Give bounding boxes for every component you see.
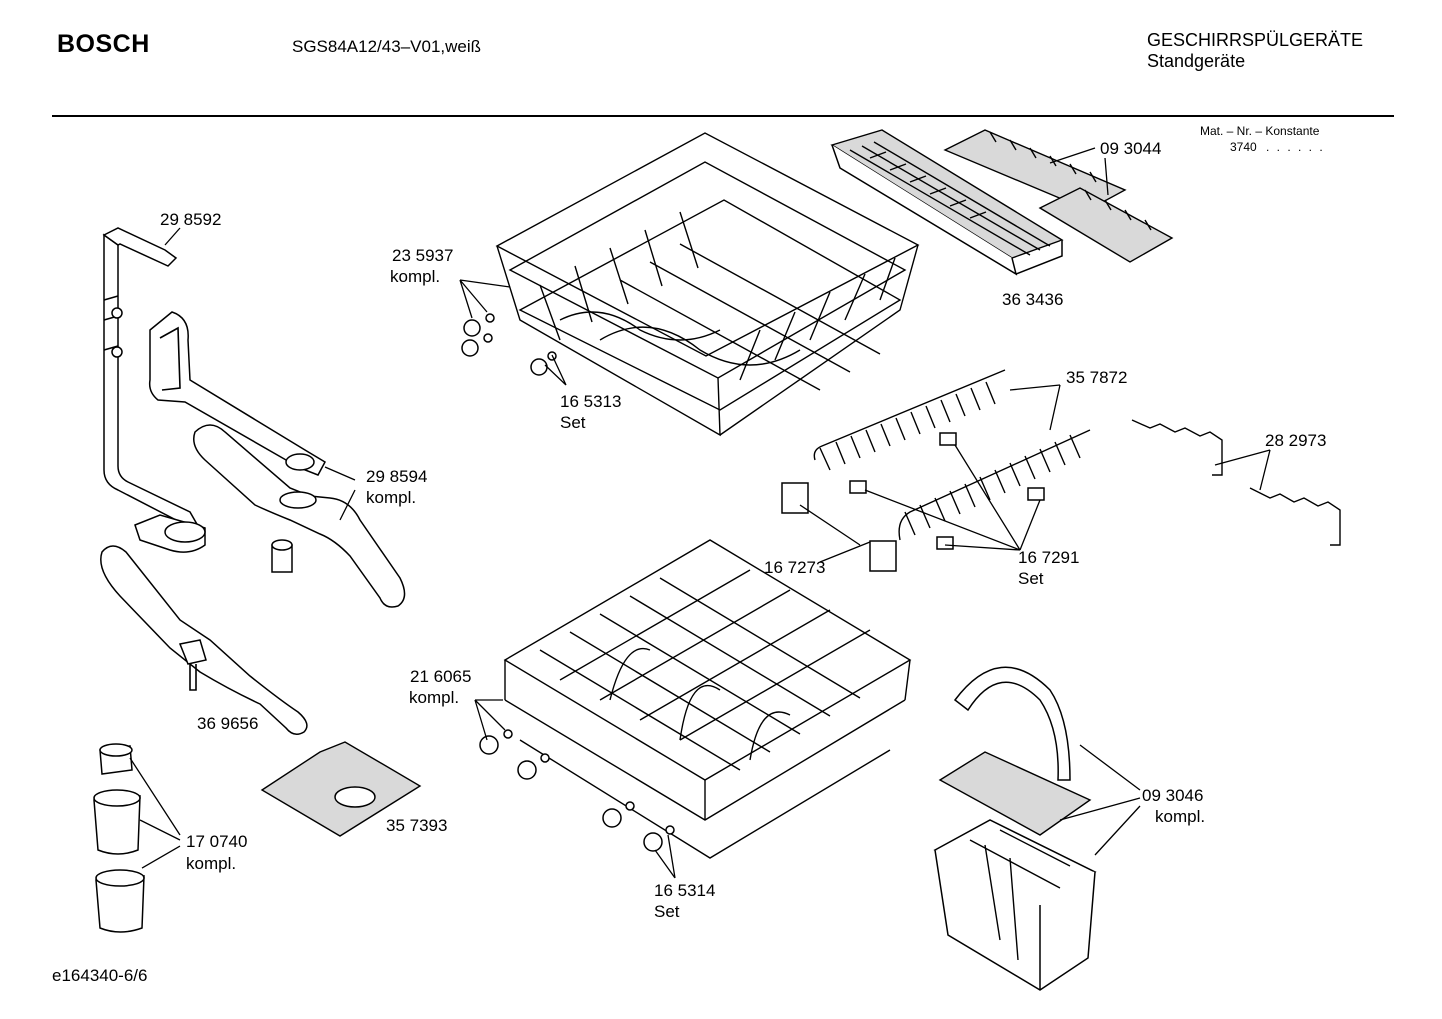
part-label-29-8594: 29 8594: [366, 467, 428, 486]
spray-pipe-drawing: [102, 227, 206, 553]
drawing-code: e164340-6/6: [52, 966, 148, 985]
bottom-spray-arm-drawing: [100, 545, 308, 735]
mat-nr-value: 3740: [1230, 140, 1257, 154]
lower-spray-arm-drawing: [193, 424, 406, 608]
plate-drawing: [260, 741, 422, 837]
cutlery-insert-lower-drawing: [1038, 187, 1174, 263]
lower-basket-drawing: [503, 539, 912, 859]
part-note-21-6065: kompl.: [409, 688, 460, 707]
cutlery-basket-drawing: [933, 666, 1097, 991]
part-label-29-8592: 29 8592: [160, 210, 222, 229]
part-label-16-5313: 16 5313: [560, 392, 622, 411]
part-label-16-7273: 16 7273: [764, 558, 826, 577]
filter-drawing: [93, 743, 145, 933]
lower-basket-wheels-drawing: [479, 729, 675, 852]
part-label-16-5314: 16 5314: [654, 881, 716, 900]
rack-clips-drawing: [781, 432, 1045, 572]
part-label-23-5937: 23 5937: [392, 246, 454, 265]
part-label-36-9656: 36 9656: [197, 714, 259, 733]
part-label-35-7872: 35 7872: [1066, 368, 1128, 387]
part-note-09-3046: kompl.: [1155, 807, 1206, 826]
part-label-16-7291: 16 7291: [1018, 548, 1080, 567]
cutlery-tray-drawing: [830, 129, 1064, 276]
upper-spray-arm-drawing: [148, 311, 326, 476]
part-note-16-5313: Set: [560, 413, 586, 432]
mat-nr-label: Mat. – Nr. – Konstante: [1200, 124, 1320, 138]
part-label-35-7393: 35 7393: [386, 816, 448, 835]
hooks-drawing: [1131, 419, 1341, 546]
part-label-36-3436: 36 3436: [1002, 290, 1064, 309]
part-label-28-2973: 28 2973: [1265, 431, 1327, 450]
part-note-16-7291: Set: [1018, 569, 1044, 588]
part-note-29-8594: kompl.: [366, 488, 417, 507]
part-note-23-5937: kompl.: [390, 267, 441, 286]
leader-lines: [129, 147, 1271, 879]
model-number: SGS84A12/43–V01,weiß: [292, 37, 482, 56]
tine-rack-upper-drawing: [813, 369, 1006, 471]
part-label-21-6065: 21 6065: [410, 667, 472, 686]
part-label-09-3046: 09 3046: [1142, 786, 1204, 805]
mat-nr-dots: . . . . . .: [1266, 140, 1325, 154]
part-note-17-0740: kompl.: [186, 854, 237, 873]
brand-logo: BOSCH: [57, 30, 150, 58]
category-title: GESCHIRRSPÜLGERÄTE: [1147, 30, 1364, 50]
part-label-17-0740: 17 0740: [186, 832, 248, 851]
header-divider: [52, 115, 1394, 117]
subcategory-title: Standgeräte: [1147, 51, 1246, 71]
part-label-09-3044: 09 3044: [1100, 139, 1162, 158]
upper-basket-wheels-drawing: [461, 313, 557, 376]
part-note-16-5314: Set: [654, 902, 680, 921]
tine-rack-lower-drawing: [898, 429, 1091, 541]
upper-basket-drawing: [495, 132, 920, 437]
